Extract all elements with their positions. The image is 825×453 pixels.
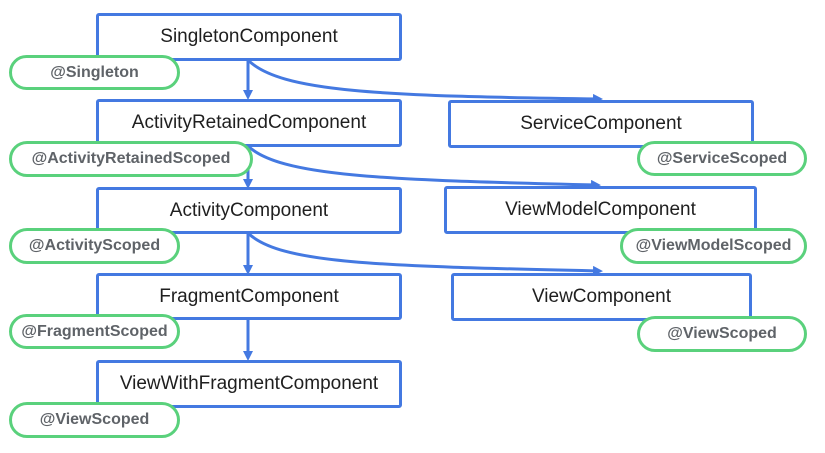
activity-scope-badge: @ActivityScoped bbox=[9, 228, 180, 264]
edge-activity-to-view bbox=[246, 231, 603, 276]
singleton-component-box: SingletonComponent bbox=[96, 13, 402, 61]
service-scope-badge: @ServiceScoped bbox=[637, 141, 807, 176]
fragment-scope-label: @FragmentScoped bbox=[21, 322, 168, 340]
fragment-component-box: FragmentComponent bbox=[96, 273, 402, 320]
activity-retained-scope-label: @ActivityRetainedScoped bbox=[31, 150, 231, 167]
activity-scope-label: @ActivityScoped bbox=[28, 237, 161, 254]
view-with-fragment-scope-label: @ViewScoped bbox=[39, 411, 150, 428]
singleton-component-label: SingletonComponent bbox=[160, 26, 338, 47]
view-component-label: ViewComponent bbox=[531, 286, 672, 307]
view-model-component-label: ViewModelComponent bbox=[505, 199, 696, 220]
view-scope-badge: @ViewScoped bbox=[637, 316, 807, 352]
view-with-fragment-component-label: ViewWithFragmentComponent bbox=[119, 373, 379, 394]
view-with-fragment-component-box: ViewWithFragmentComponent bbox=[96, 360, 402, 408]
view-component-box: ViewComponent bbox=[451, 273, 752, 321]
service-scope-label: @ServiceScoped bbox=[656, 149, 788, 167]
fragment-component-label: FragmentComponent bbox=[159, 285, 339, 307]
edge-singleton-to-service bbox=[246, 58, 603, 104]
singleton-scope-label: @Singleton bbox=[50, 63, 139, 81]
service-component-label: ServiceComponent bbox=[520, 113, 682, 134]
activity-retained-scope-badge: @ActivityRetainedScoped bbox=[9, 141, 253, 177]
activity-component-label: ActivityComponent bbox=[169, 199, 329, 221]
fragment-scope-badge: @FragmentScoped bbox=[9, 314, 180, 349]
singleton-scope-badge: @Singleton bbox=[9, 55, 180, 90]
view-scope-label: @ViewScoped bbox=[667, 325, 777, 342]
view-model-component-box: ViewModelComponent bbox=[444, 186, 757, 234]
activity-component-box: ActivityComponent bbox=[96, 187, 402, 234]
activity-retained-component-label: ActivityRetainedComponent bbox=[131, 112, 367, 133]
service-component-box: ServiceComponent bbox=[448, 100, 754, 148]
view-model-scope-badge: @ViewModelScoped bbox=[620, 228, 807, 264]
activity-retained-component-box: ActivityRetainedComponent bbox=[96, 99, 402, 147]
view-model-scope-label: @ViewModelScoped bbox=[635, 237, 792, 254]
view-with-fragment-scope-badge: @ViewScoped bbox=[9, 402, 180, 438]
edge-activity-retained-to-view-model bbox=[246, 144, 601, 190]
